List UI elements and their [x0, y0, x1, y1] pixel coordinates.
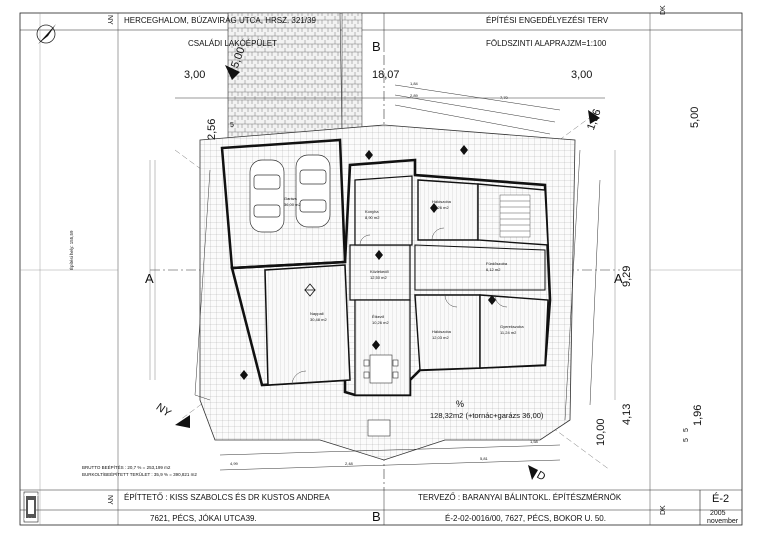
- year: 2005: [710, 510, 726, 517]
- frame-ny-bottom: NY: [106, 495, 113, 505]
- section-b-bottom: B: [372, 509, 381, 524]
- kitchen: [354, 175, 413, 246]
- room-area: 36,00 m2: [284, 202, 301, 207]
- drawing-name: FÖLDSZINTI ALAPRAJZM=1:100: [486, 39, 607, 48]
- room-area: 12,03 m2: [432, 335, 449, 340]
- room-area: 8,90 m2: [365, 215, 380, 220]
- company-logo: [23, 491, 39, 523]
- plan-type: ÉPÍTÉSI ENGEDÉLYEZÉSI TERV: [486, 16, 609, 25]
- sheet-code: É-2: [712, 493, 730, 505]
- month: november: [707, 518, 739, 525]
- designer-name: TERVEZŐ : BARANYAI BÁLINTOKL. ÉPÍTÉSZMÉR…: [418, 493, 622, 502]
- frame-dk-top-label: DK: [660, 5, 667, 15]
- project-location: HERCEGHALOM, BÚZAVIRÁG UTCA, HRSZ. 321/3…: [124, 16, 316, 25]
- burkolt-note: BURKOLT/BEÉPÍTETT TERÜLET : 35,9 % = 390…: [82, 472, 197, 477]
- section-five: 5: [230, 122, 234, 129]
- room-label: Gyerekszoba: [500, 324, 524, 329]
- client-name: ÉPÍTTETŐ : KISS SZABOLCS ÉS DR KUSTOS AN…: [124, 493, 330, 502]
- room-area: 14,26 m2: [432, 205, 449, 210]
- driveway: [227, 12, 343, 143]
- fine-dim-1: 1,84: [410, 81, 418, 86]
- room-label: Étkező: [372, 314, 385, 319]
- room-label: Hálószoba: [432, 199, 451, 204]
- logo-text-2: ÉPÍTÉSZ: [24, 517, 37, 521]
- living-room: [264, 264, 351, 386]
- room-label: Közlekedő: [370, 269, 389, 274]
- room-area: 30,48 m2: [310, 317, 327, 322]
- section-marker-icon: [175, 65, 600, 480]
- room-label: Nappali: [310, 311, 324, 316]
- brutto-note: BRUTTO BEÉPÍTÉS : 20,7 % = 253,199 m2: [82, 465, 171, 470]
- fine-dim-6: 5,81: [480, 456, 488, 461]
- car-icon: [249, 154, 331, 233]
- north-arrow-icon: [36, 24, 56, 44]
- section-a-left: A: [145, 271, 154, 286]
- bedroom-1: [417, 179, 479, 241]
- staircase: [499, 194, 531, 238]
- fine-dim-2: 2,89: [410, 93, 418, 98]
- dim-right-bottom: 1,96: [692, 404, 704, 426]
- room-label: Hálószoba: [432, 329, 451, 334]
- room-label: Konyha: [365, 209, 379, 214]
- outer-frame: [19, 12, 743, 526]
- corridor: [414, 244, 546, 291]
- room-label: Garázs: [284, 196, 297, 201]
- level-markers: [240, 145, 496, 380]
- side-label: Építési hely: 155,59: [69, 230, 74, 270]
- room-area: 10,26 m2: [372, 320, 389, 325]
- dim-top-right: 3,00: [571, 69, 593, 81]
- dimension-lines: [175, 84, 605, 471]
- fine-dim-3: 7,70: [500, 95, 508, 100]
- room-area: 6,12 m2: [486, 267, 501, 272]
- dining-table: [363, 354, 399, 384]
- kids-room: [479, 294, 549, 369]
- dim-right-bottom3: 5: [683, 438, 690, 442]
- room-area: 11,24 m2: [500, 330, 517, 335]
- dim-right-low: 4,13: [621, 403, 633, 425]
- area-note: 128,32m2 (+tornác+garázs 36,00): [430, 411, 544, 420]
- terrace-table: [367, 419, 391, 437]
- logo-text-1: BARANYAI: [24, 493, 39, 497]
- fine-dim-7: 1,58: [530, 439, 538, 444]
- building-type: CSALÁDI LAKÓÉPÜLET: [188, 39, 277, 48]
- dining: [354, 299, 411, 396]
- frame-ny-label: NY: [106, 15, 113, 25]
- dim-right-bottom2: 5: [683, 428, 690, 432]
- section-a-right: A: [614, 271, 623, 286]
- dim-left-top: 2,56: [206, 118, 218, 140]
- dim-right-top: 5,00: [689, 106, 701, 128]
- dim-top-center: 18,07: [372, 69, 400, 81]
- client-address: 7621, PÉCS, JÓKAI UTCA39.: [150, 514, 257, 523]
- section-b-top: B: [372, 39, 381, 54]
- fine-dim-4: 4,99: [230, 461, 238, 466]
- percent-label: %: [456, 399, 465, 409]
- dim-bottom-vert: 10,00: [595, 418, 607, 446]
- dim-top-left: 3,00: [184, 69, 206, 81]
- fine-dim-5: 2,48: [345, 461, 353, 466]
- room-label: Fürdőszoba: [486, 261, 508, 266]
- door-swings: [291, 227, 508, 386]
- frame-dk-label: DK: [660, 505, 667, 515]
- designer-id: É-2-02-0016/00, 7627, PÉCS, BOKOR U. 50.: [445, 514, 606, 523]
- dim-right-mid: 9,29: [621, 265, 633, 287]
- room-area: 12,50 m2: [370, 275, 387, 280]
